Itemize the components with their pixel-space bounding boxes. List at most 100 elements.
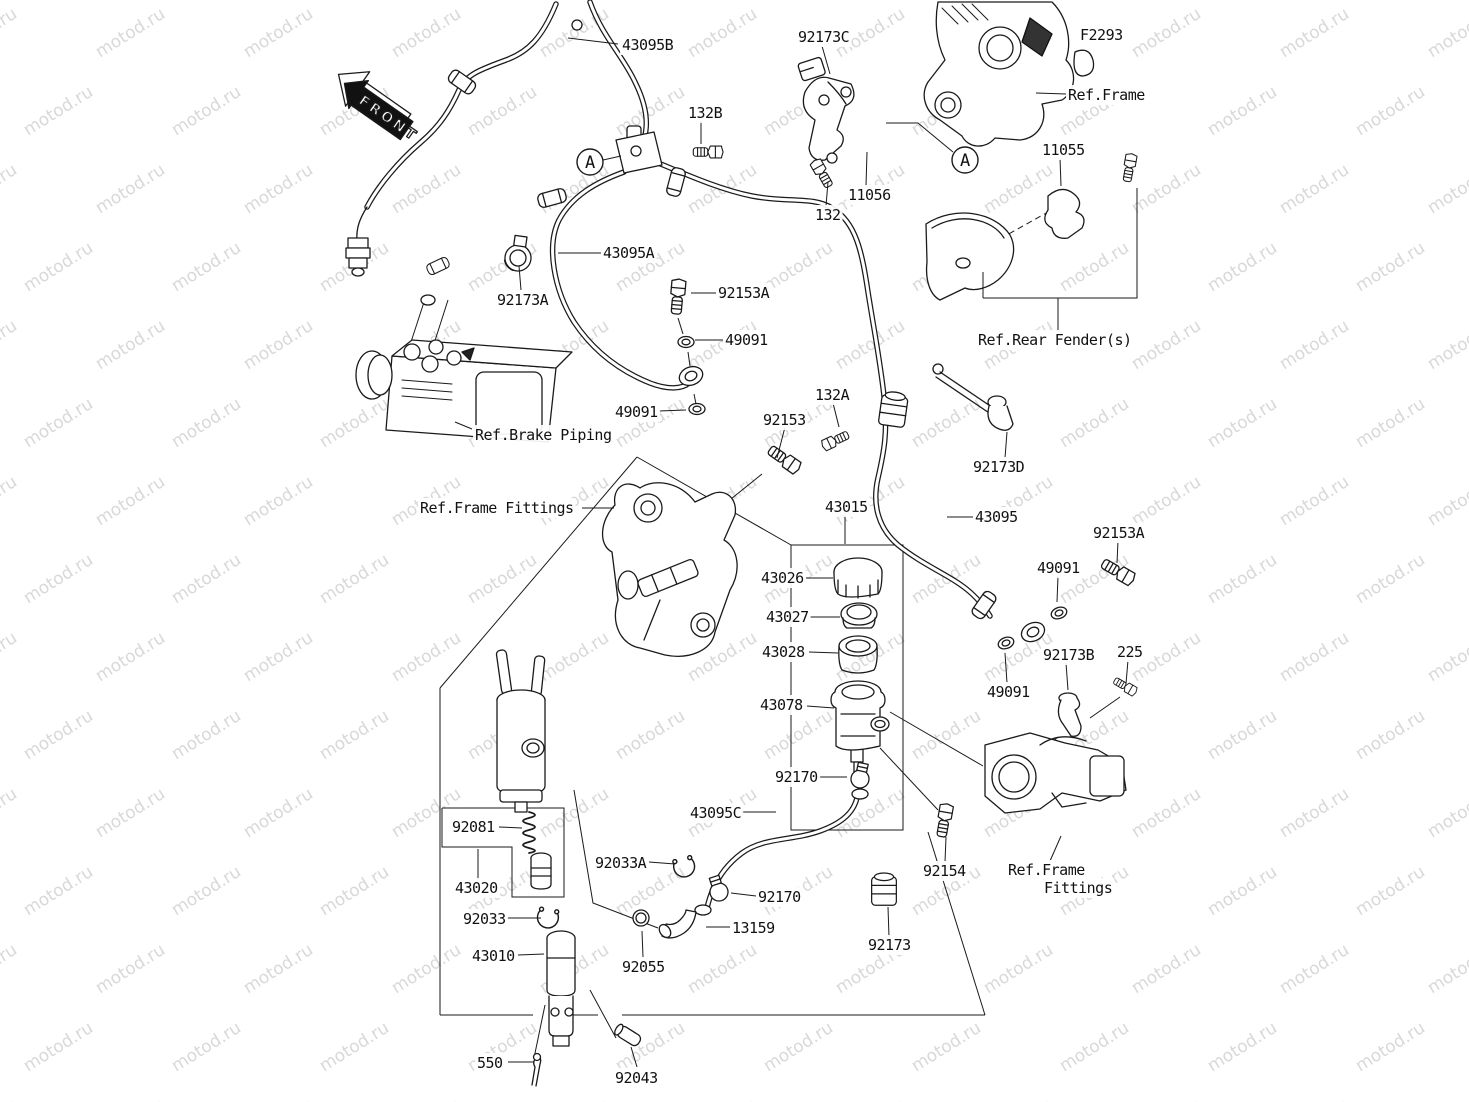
part-label: 132B — [686, 103, 725, 123]
label-backing — [971, 457, 1027, 477]
part-label: 92170 — [756, 887, 804, 907]
part-label: 43020 — [453, 878, 501, 898]
leader-line — [518, 265, 522, 291]
part-label: 92173B — [1041, 645, 1097, 665]
label-backing — [758, 695, 806, 715]
part-label: 92170 — [773, 767, 821, 787]
label-backing — [1078, 25, 1125, 45]
part-label: 43095A — [601, 243, 657, 263]
part-label-text: 49091 — [1037, 559, 1080, 577]
part-label: 43078 — [758, 695, 806, 715]
watermark-text: motod.ru — [1352, 862, 1429, 920]
label-backing — [796, 27, 852, 47]
part-label-text: 132A — [815, 386, 850, 404]
elbow-fitting-drawing — [658, 904, 712, 939]
watermark-text: motod.ru — [316, 862, 393, 920]
watermark-text: motod.ru — [832, 628, 909, 686]
brake-hoses-drawing — [367, 2, 990, 908]
watermark-text: motod.ru — [168, 1018, 245, 1076]
watermark-text: motod.ru — [1276, 628, 1353, 686]
part-label: 92173 — [866, 935, 913, 955]
part-label-text: 43095A — [603, 244, 655, 262]
label-backing — [613, 1068, 660, 1088]
front-arrow-banner — [343, 79, 414, 141]
part-label: 92153A — [716, 283, 772, 303]
watermark-text: motod.ru — [1276, 472, 1353, 530]
part-label-text: 43095C — [690, 804, 741, 822]
watermark-text: motod.ru — [908, 1018, 985, 1076]
watermark-text: motod.ru — [1352, 706, 1429, 764]
watermark-text: motod.ru — [1424, 316, 1469, 374]
watermark-text: motod.ru — [1352, 238, 1429, 296]
watermark-text: motod.ru — [1276, 784, 1353, 842]
leader-lines — [454, 37, 1138, 1068]
part-label-text: 11055 — [1042, 141, 1085, 159]
label-backing — [759, 568, 807, 588]
construction-line — [927, 831, 986, 1016]
front-arrow: FRONT — [337, 71, 422, 146]
part-label: 49091 — [613, 402, 661, 422]
leader-line — [641, 930, 644, 958]
label-backing — [973, 507, 1020, 527]
watermark-text: motod.ru — [0, 4, 21, 62]
part-label-text: 92153A — [1093, 524, 1145, 542]
part-label-text: 92055 — [622, 958, 665, 976]
watermark-text: motod.ru — [0, 784, 21, 842]
watermark-text: motod.ru — [20, 82, 97, 140]
label-backing — [823, 497, 870, 517]
part-label: 92154 — [921, 861, 969, 881]
watermark-text: motod.ru — [240, 784, 317, 842]
watermark-text: motod.ru — [20, 862, 97, 920]
construction-line — [589, 989, 617, 1039]
watermark-text: motod.ru — [832, 1096, 909, 1102]
watermark-text: motod.ru — [168, 550, 245, 608]
label-backing — [461, 909, 508, 929]
watermark-text: motod.ru — [1128, 316, 1205, 374]
part-label-text: 92153 — [763, 411, 806, 429]
part-label-text: 92154 — [923, 862, 966, 880]
watermark-text: motod.ru — [908, 706, 985, 764]
construction-line — [687, 351, 691, 367]
part-label: 92153 — [761, 410, 808, 430]
construction-line — [947, 211, 1049, 269]
watermark-text: motod.ru — [388, 160, 465, 218]
leader-line — [658, 409, 687, 412]
part-label: Ref.Rear Fender(s) — [976, 330, 1134, 350]
leader-line — [821, 45, 831, 75]
watermark-text: motod.ru — [20, 550, 97, 608]
label-backing — [1115, 642, 1145, 662]
small-parts-drawing — [503, 234, 1082, 931]
watermark-text: motod.ru — [536, 4, 613, 62]
watermark-text: motod.ru — [1204, 550, 1281, 608]
watermark-text: motod.ru — [1128, 940, 1205, 998]
leader-line — [944, 836, 947, 863]
watermark-text: motod.ru — [0, 472, 21, 530]
watermark-text: motod.ru — [1276, 940, 1353, 998]
leader-line — [1125, 659, 1129, 685]
watermark-text: motod.ru — [316, 394, 393, 452]
watermark-text: motod.ru — [684, 940, 761, 998]
label-backing — [1042, 878, 1115, 898]
watermark-text: motod.ru — [1056, 394, 1133, 452]
construction-line — [441, 807, 565, 898]
leader-line — [602, 155, 622, 161]
watermark-text: motod.ru — [1424, 4, 1469, 62]
part-label: 43026 — [759, 568, 807, 588]
label-backing — [1035, 558, 1083, 578]
leader-line — [865, 151, 868, 187]
watermark-text: motod.ru — [1128, 1096, 1205, 1102]
watermark-text: motod.ru — [92, 472, 169, 530]
label-backing — [593, 853, 649, 873]
watermark-text: motod.ru — [1276, 1096, 1353, 1102]
part-label-text: F2293 — [1080, 26, 1123, 44]
part-label-text: 49091 — [987, 683, 1030, 701]
watermark-text: motod.ru — [1424, 628, 1469, 686]
leader-line — [498, 826, 523, 829]
master-cylinder-drawing — [495, 649, 642, 1087]
part-label: 49091 — [1035, 558, 1083, 578]
part-label-text: Ref.Frame — [1068, 86, 1145, 104]
label-backing — [601, 243, 657, 263]
watermark-text: motod.ru — [0, 940, 21, 998]
label-backing — [1066, 85, 1148, 105]
